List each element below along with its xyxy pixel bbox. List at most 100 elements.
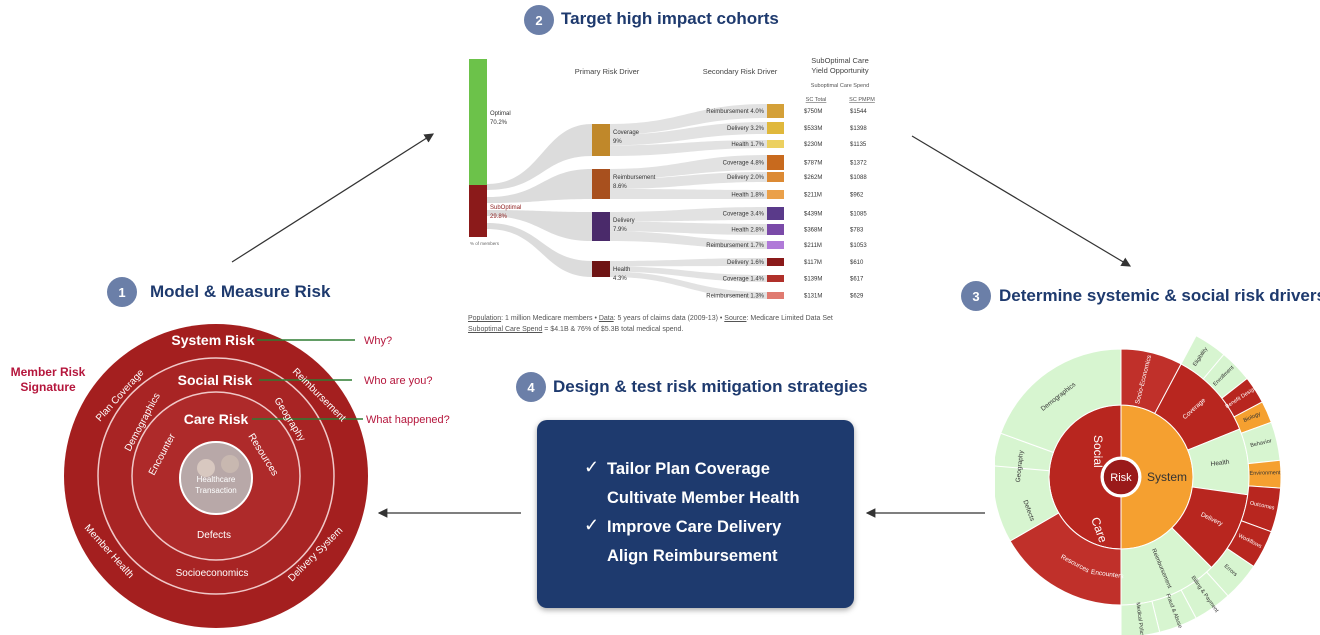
sunburst-label: Health — [1210, 459, 1230, 468]
primary-header: Primary Risk Driver — [575, 67, 640, 76]
secondary-node-label: Coverage 4.8% — [723, 161, 765, 167]
primary-node — [592, 212, 610, 241]
data-label: Data — [598, 315, 614, 322]
member-risk-signature-1: Member Risk — [11, 365, 86, 379]
secondary-node — [767, 258, 784, 266]
sc-pmpm-value: $629 — [850, 294, 864, 300]
socioeconomics-label: Socioeconomics — [176, 568, 249, 579]
sc-pmpm-value: $1544 — [850, 109, 867, 115]
sankey-link-secondary — [610, 155, 767, 179]
step-2-title: Target high impact cohorts — [561, 9, 779, 28]
step-1-badge: 1 — [107, 277, 137, 307]
sc-pmpm-value: $783 — [850, 228, 864, 234]
sankey-caption: Population: 1 million Medicare members •… — [468, 313, 888, 335]
sankey-diagram: Primary Risk Driver Secondary Risk Drive… — [462, 52, 882, 342]
optimal-label: Optimal — [490, 111, 511, 117]
secondary-node — [767, 190, 784, 199]
sc-pmpm-value: $617 — [850, 277, 864, 283]
defects-label: Defects — [197, 530, 231, 541]
sunburst-label: Behavior — [1250, 438, 1273, 449]
who-question: Who are you? — [364, 375, 432, 387]
sc-pmpm-value: $962 — [850, 193, 864, 199]
secondary-node — [767, 140, 784, 148]
center-label-1: Healthcare — [197, 475, 236, 484]
suboptimal-bar — [469, 185, 487, 237]
sc-pmpm-value: $610 — [850, 260, 864, 266]
primary-node — [592, 169, 610, 199]
social-risk-label: Social Risk — [178, 372, 253, 388]
optimal-bar — [469, 59, 487, 185]
sc-total-value: $750M — [804, 109, 822, 115]
risk-model-diagram: Healthcare Transaction System Risk Socia… — [11, 324, 450, 628]
yield-header-2: Yield Opportunity — [811, 66, 869, 75]
step-4-title: Design & test risk mitigation strategies — [553, 377, 868, 396]
sankey-link-secondary — [610, 172, 767, 189]
risk-center — [1102, 458, 1140, 496]
secondary-node-label: Coverage 3.4% — [723, 212, 765, 218]
sc-total-value: $439M — [804, 212, 822, 218]
care-risk-label: Care Risk — [184, 411, 249, 427]
center-label-2: Transaction — [195, 486, 237, 495]
caption-line-1: Population: 1 million Medicare members •… — [468, 313, 888, 324]
sc-total-value: $787M — [804, 161, 822, 167]
sc-total-value: $139M — [804, 277, 822, 283]
sc-total-value: $230M — [804, 142, 822, 148]
secondary-node — [767, 104, 784, 118]
sankey-link-secondary — [610, 266, 767, 282]
secondary-node-label: Reimbursement 4.0% — [706, 109, 764, 115]
sc-pmpm-value: $1398 — [850, 126, 867, 132]
sunburst-wedges — [995, 335, 1282, 635]
strategy-improve-care-delivery: Improve Care Delivery — [607, 518, 782, 536]
primary-node — [592, 124, 610, 156]
step-3-title: Determine systemic & social risk drivers — [999, 286, 1320, 305]
primary-nodes: Coverage9%Reimbursement8.6%Delivery7.9%H… — [592, 124, 656, 282]
primary-node-label: Reimbursement — [613, 175, 656, 181]
sc-pmpm-header: SC PMPM — [849, 97, 875, 103]
population-text: : 1 million Medicare members • — [501, 315, 597, 322]
secondary-node-label: Health 1.7% — [731, 142, 764, 148]
sankey-links — [487, 104, 767, 299]
caption-line-2: Suboptimal Care Spend = $4.1B & 76% of $… — [468, 324, 888, 335]
sc-total-value: $131M — [804, 294, 822, 300]
sankey-link-secondary — [610, 207, 767, 222]
yield-header-1: SubOptimal Care — [811, 56, 869, 65]
secondary-header: Secondary Risk Driver — [703, 67, 778, 76]
social-label: Social — [1091, 435, 1105, 468]
sunburst-label: Medical Policy — [1134, 602, 1144, 635]
sc-total-value: $211M — [804, 193, 822, 199]
sc-pmpm-value: $1088 — [850, 175, 867, 181]
secondary-node-label: Coverage 1.4% — [723, 277, 765, 283]
system-risk-label: System Risk — [171, 332, 254, 348]
secondary-node-label: Health 2.8% — [731, 228, 764, 234]
primary-node-value: 7.9% — [613, 227, 627, 233]
primary-node-value: 9% — [613, 139, 622, 145]
strategy-tailor-plan-coverage: Tailor Plan Coverage — [607, 460, 770, 478]
sc-total-value: $117M — [804, 260, 822, 266]
sc-pmpm-value: $1053 — [850, 243, 867, 249]
spend-label: Suboptimal Care Spend — [468, 326, 543, 333]
primary-node-label: Coverage — [613, 130, 640, 136]
optimal-value: 70.2% — [490, 120, 508, 126]
sankey-link-secondary — [610, 122, 767, 146]
axis-note: % of members — [470, 241, 500, 246]
step-3-badge: 3 — [961, 281, 991, 311]
source-text: : Medicare Limited Data Set — [746, 315, 833, 322]
primary-node-value: 8.6% — [613, 184, 627, 190]
arrow-1-to-2 — [231, 133, 435, 263]
sc-pmpm-value: $1135 — [850, 142, 867, 148]
person-icon — [221, 455, 239, 473]
source-label: Source — [724, 315, 747, 322]
sankey-link-secondary — [610, 258, 767, 267]
strategy-align-reimbursement: Align Reimbursement — [607, 547, 778, 565]
sankey-link-secondary — [610, 221, 767, 235]
secondary-node-label: Reimbursement 1.3% — [706, 294, 764, 300]
sunburst-label: Outcomes — [1249, 500, 1275, 511]
data-text: : 5 years of claims data (2009-13) • — [613, 315, 723, 322]
secondary-node-label: Health 1.8% — [731, 193, 764, 199]
why-question: Why? — [364, 335, 392, 347]
sankey-svg: Primary Risk Driver Secondary Risk Drive… — [469, 56, 875, 300]
sc-total-value: $262M — [804, 175, 822, 181]
secondary-node — [767, 241, 784, 249]
step-2-badge: 2 — [524, 5, 554, 35]
suboptimal-label: SubOptimal — [490, 205, 521, 211]
